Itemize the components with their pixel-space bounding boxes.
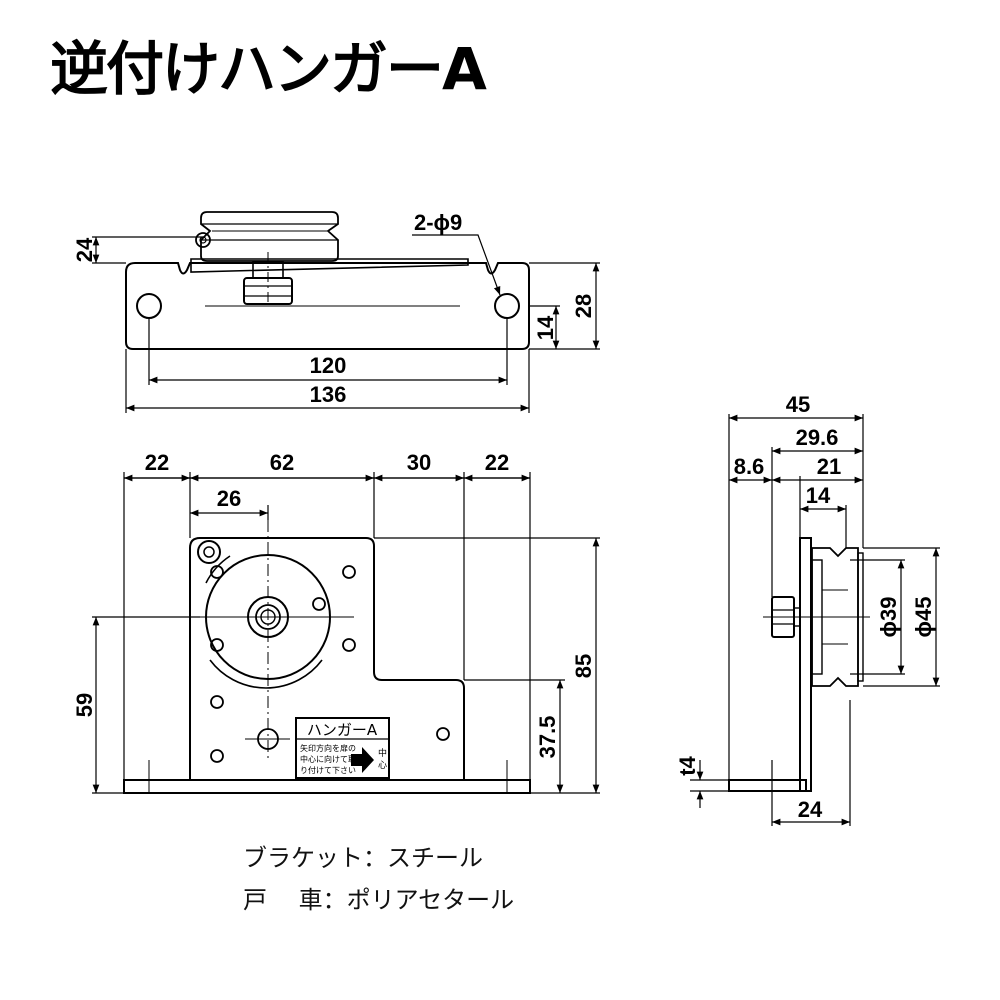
dim-left-margin: 22	[145, 450, 169, 475]
dim-plate-offset: 8.6	[734, 454, 765, 479]
front-base-plate	[123, 779, 531, 794]
top-flange	[190, 258, 469, 273]
label-plate-center-1: 中	[378, 747, 387, 759]
label-plate-line3: り付けて下さい	[300, 765, 356, 775]
dim-main-width: 62	[270, 450, 294, 475]
dim-overall-depth: 45	[786, 392, 810, 417]
dim-top-width: 136	[310, 382, 347, 407]
dim-axle-offset: 26	[217, 486, 241, 511]
dim-thickness: t4	[675, 755, 700, 775]
material-bracket: ブラケット：スチール	[243, 844, 483, 872]
front-view	[92, 472, 600, 794]
side-base-plate	[728, 779, 807, 792]
dim-groove-depth: 14	[806, 483, 831, 508]
label-plate	[295, 717, 390, 779]
dim-step-width: 30	[407, 450, 431, 475]
top-hole-left	[136, 293, 162, 319]
material-wheel: 戸 車：ポリアセタール	[243, 886, 515, 914]
label-plate-center-2: 心	[378, 760, 387, 771]
dim-depth-to-wheel: 29.6	[796, 425, 839, 450]
side-wheel	[811, 547, 859, 687]
side-bracket-plate	[799, 537, 812, 792]
dim-groove-diameter: ϕ39	[876, 597, 901, 638]
top-wheel	[200, 211, 339, 262]
dim-base-depth: 24	[798, 797, 823, 822]
dim-wheel-depth: 21	[817, 454, 841, 479]
label-plate-line1: 矢印方向を扉の	[300, 743, 356, 753]
page-title: 逆付けハンガーA	[50, 35, 487, 103]
dim-top-height: 24	[72, 237, 97, 262]
dim-top-total-height: 28	[571, 294, 596, 318]
top-hole-right	[494, 293, 520, 319]
side-view	[690, 414, 940, 826]
top-bracket-outline	[125, 262, 530, 350]
dim-axle-height: 59	[72, 693, 97, 717]
arrow-icon	[351, 747, 374, 773]
dim-hole-offset: 14	[533, 315, 558, 340]
dim-wheel-diameter: ϕ45	[911, 597, 936, 638]
dim-step-height: 37.5	[535, 716, 560, 759]
dim-hole-callout: 2-ϕ9	[414, 210, 462, 235]
front-bracket-outline	[189, 537, 465, 780]
dim-hole-pitch: 120	[310, 353, 347, 378]
label-plate-line2: 中心に向けて取	[300, 754, 356, 764]
dim-right-margin: 22	[485, 450, 509, 475]
dim-front-total-height: 85	[571, 654, 596, 678]
label-plate-title: ハンガーA	[307, 721, 378, 739]
top-view	[92, 211, 600, 413]
